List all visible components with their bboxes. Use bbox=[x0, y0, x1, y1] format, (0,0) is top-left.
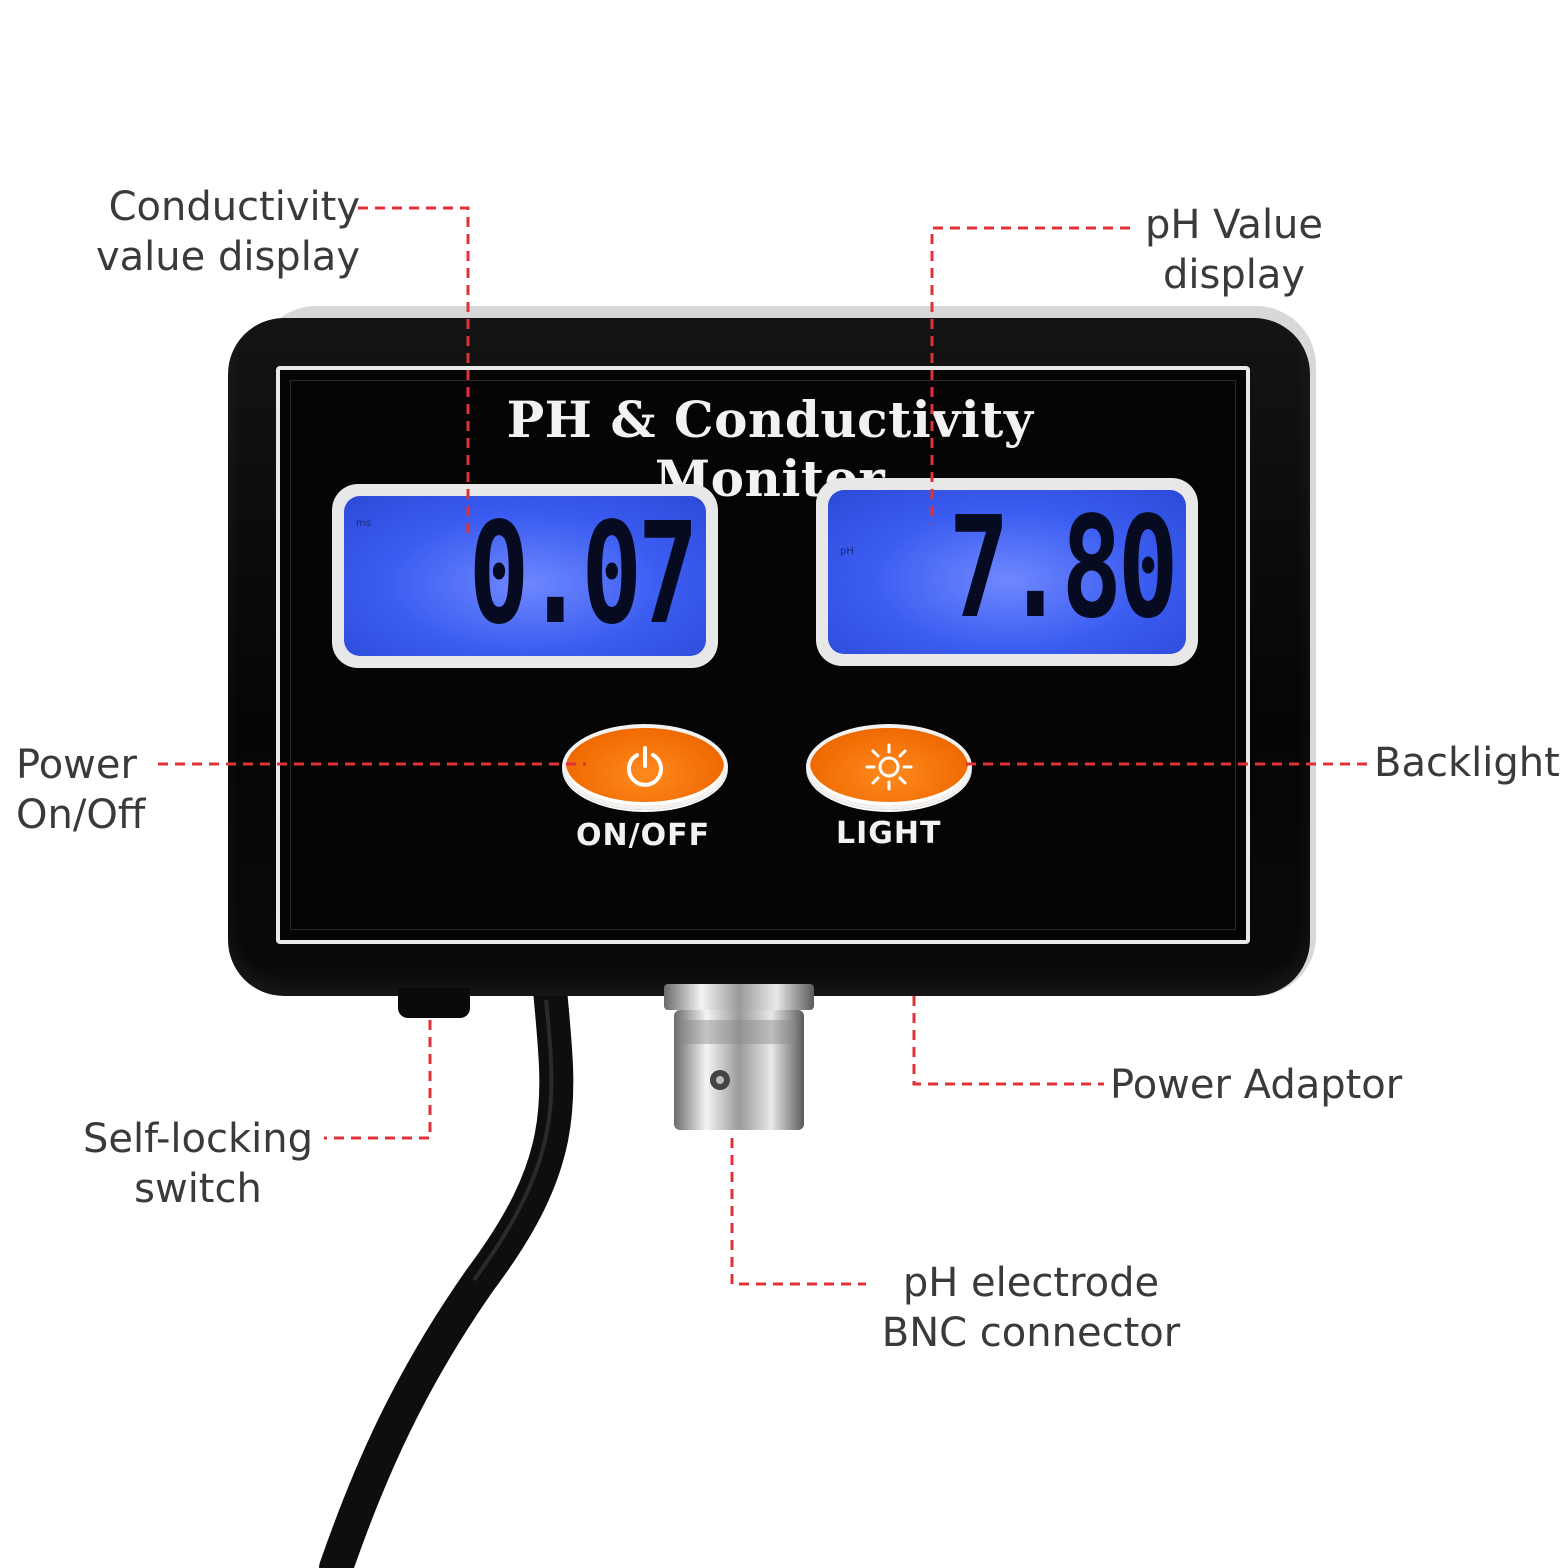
callout-power-adaptor: Power Adaptor bbox=[1110, 1060, 1402, 1110]
bnc-connector bbox=[664, 984, 814, 1130]
callout-backlight: Backlight bbox=[1374, 738, 1560, 788]
callout-ph-line2: display bbox=[1162, 252, 1306, 298]
callout-conductivity-line1: Conductivity bbox=[108, 184, 360, 230]
callout-power: Power On/Off bbox=[16, 740, 145, 840]
callout-ph-value: pH Value display bbox=[1136, 200, 1332, 300]
callout-bnc-line2: BNC connector bbox=[881, 1310, 1181, 1356]
callout-lock-line1: Self-locking bbox=[82, 1116, 314, 1162]
callout-conductivity: Conductivity value display bbox=[92, 182, 360, 282]
ph-unit: pH bbox=[840, 546, 854, 557]
self-locking-switch[interactable] bbox=[398, 988, 470, 1018]
callout-ph-line1: pH Value bbox=[1144, 202, 1324, 248]
callout-power-line2: On/Off bbox=[16, 792, 146, 838]
callout-backlight-line1: Backlight bbox=[1374, 740, 1560, 786]
callout-adaptor-line1: Power Adaptor bbox=[1110, 1062, 1403, 1108]
callout-conductivity-line2: value display bbox=[95, 234, 360, 280]
light-button[interactable] bbox=[806, 724, 972, 810]
callout-bnc-line1: pH electrode bbox=[902, 1260, 1160, 1306]
conductivity-reading: 0.07 bbox=[468, 496, 699, 656]
conductivity-lcd: ms 0.07 bbox=[344, 496, 706, 656]
ph-reading: 7.80 bbox=[948, 490, 1179, 650]
onoff-button[interactable] bbox=[562, 724, 728, 810]
ph-display: pH 7.80 bbox=[816, 478, 1198, 666]
callout-self-locking: Self-locking switch bbox=[80, 1114, 316, 1214]
callout-bnc: pH electrode BNC connector bbox=[870, 1258, 1192, 1358]
callout-lock-line2: switch bbox=[134, 1166, 262, 1212]
conductivity-display: ms 0.07 bbox=[332, 484, 718, 668]
conductivity-unit: ms bbox=[356, 518, 371, 529]
callout-power-line1: Power bbox=[16, 742, 137, 788]
ph-lcd: pH 7.80 bbox=[828, 490, 1186, 654]
light-label: LIGHT bbox=[836, 816, 942, 851]
onoff-label: ON/OFF bbox=[576, 818, 711, 853]
sun-icon bbox=[865, 743, 913, 791]
power-icon bbox=[627, 746, 663, 787]
